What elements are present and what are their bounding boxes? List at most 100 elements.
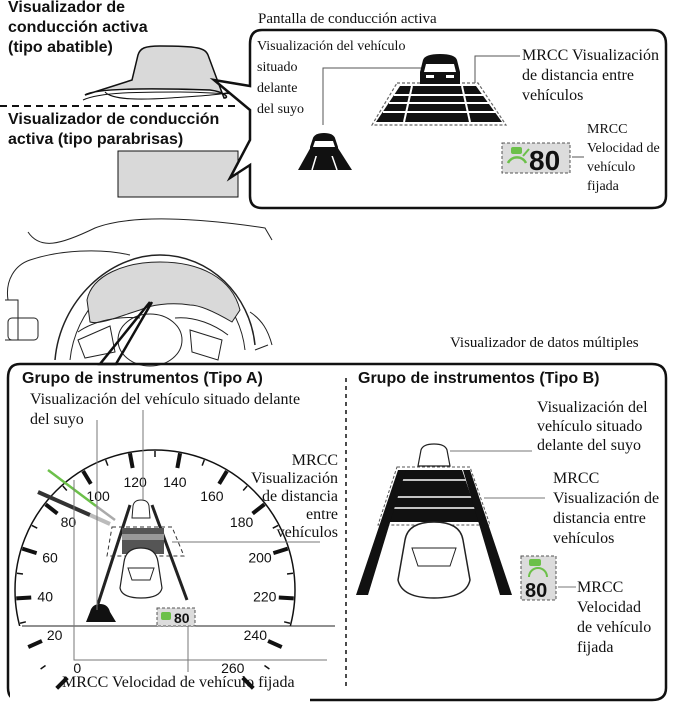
hud-set-speed-value: 80 (529, 145, 560, 176)
label-line: Visualización del vehículo situado delan… (30, 391, 301, 408)
gauge-tick-label: 200 (248, 549, 272, 565)
label-line: conducción activa (8, 19, 148, 36)
hud-vehicle-ahead-label: Visualización del vehículo situado delan… (257, 36, 405, 120)
gauge-tick-label: 160 (200, 488, 224, 504)
gauge-tick-label: 80 (61, 514, 77, 530)
cluster-a-leaders (73, 410, 327, 672)
gauge-tick-label: 60 (42, 549, 58, 565)
gauge-minor-tick (105, 459, 109, 466)
hud-distance-label: MRCC Visualización de distancia entre ve… (522, 46, 659, 106)
gauge-major-tick (251, 502, 266, 516)
gauge-minor-tick (272, 524, 279, 529)
hud-vehicle-small-icon (298, 133, 352, 171)
cluster-a-vehicle-ahead-label: Visualización del vehículo situado delan… (30, 390, 300, 430)
cluster-a-set-speed-label: MRCC Velocidad de vehículo fijada (62, 674, 295, 691)
gauge-minor-tick (264, 664, 270, 670)
label-line: fijada (587, 179, 619, 194)
gauge-major-tick (267, 639, 283, 649)
gauge-major-tick (44, 502, 59, 516)
gauge-minor-tick (40, 664, 46, 670)
gauge-tick-label: 180 (230, 514, 254, 530)
mrcc-icon (506, 156, 528, 164)
label-line: Visualización del (537, 399, 648, 416)
hud-windshield-area (117, 150, 239, 198)
gauge-minor-tick (31, 524, 38, 529)
label-line: distancia entre (553, 510, 646, 527)
gauge-major-tick (127, 452, 135, 469)
label-line: MRCC (291, 452, 338, 469)
gauge-tick-label: 40 (37, 589, 53, 605)
gauge-tick-label: 240 (244, 627, 268, 643)
needle-tail (89, 513, 111, 526)
gauge-minor-tick (19, 621, 27, 624)
gauge-tick-label: 0 (73, 660, 81, 676)
gauge-ticks (16, 451, 294, 690)
dashboard-illustration (5, 218, 273, 367)
dashboard-line (104, 89, 239, 100)
label-line: Visualización del vehículo (257, 39, 406, 54)
multi-info-title: Visualizador de datos múltiples (450, 335, 639, 351)
gauge-major-tick (241, 676, 255, 690)
mrcc-icon (529, 559, 541, 566)
label-line: vehículo (587, 160, 636, 175)
multi-info-callout (6, 362, 668, 702)
hud-distance-grid (370, 82, 508, 126)
label-line: vehículos (553, 530, 615, 547)
label-line: Visualización (250, 470, 338, 487)
gauge-tick-label: 120 (123, 474, 147, 490)
gauge-major-tick (272, 546, 289, 556)
hud-windshield-label: Visualizador de conducción activa (tipo … (8, 110, 219, 150)
cluster-a-set-speed-value: 80 (174, 610, 190, 626)
hud-vehicle-ahead-icon (420, 54, 460, 84)
label-line: MRCC (577, 579, 624, 596)
gauge-major-tick (16, 595, 32, 601)
hud-set-speed-box: 80 (501, 142, 571, 176)
cluster-b-own-vehicle (397, 521, 471, 599)
label-line: MRCC (587, 122, 628, 137)
cluster-b-road (356, 443, 512, 599)
label-line: vehículos (522, 87, 584, 104)
speed-needle (37, 490, 91, 517)
needle-tail (95, 504, 116, 522)
gauge-major-tick (278, 595, 294, 601)
cluster-b-set-speed-value: 80 (525, 580, 547, 602)
cluster-a-road (86, 499, 189, 622)
label-line: delante (257, 81, 298, 96)
hud-set-speed-label: MRCC Velocidad de vehículo fijada (587, 120, 660, 196)
gauge-major-tick (27, 639, 43, 649)
label-line: Visualizador de (8, 0, 126, 16)
label-line: del suyo (30, 411, 84, 428)
label-line: Visualización de (553, 490, 660, 507)
cluster-b-set-speed-box: 80 (520, 555, 557, 602)
label-line: delante del suyo (537, 437, 641, 454)
cluster-b-vehicle-ahead-icon (417, 443, 451, 467)
gauge-major-tick (81, 470, 93, 485)
gauge-major-tick (21, 546, 38, 556)
label-line: Visualizador de conducción (8, 111, 220, 128)
leader-line (322, 67, 440, 125)
label-line: fijada (577, 639, 614, 656)
cluster-a-distance-label: MRCC Visualización de distancia entre ve… (248, 452, 338, 542)
label-line: (tipo abatible) (8, 39, 113, 56)
gauge-minor-tick (62, 485, 68, 491)
cluster-b-distance-label: MRCC Visualización de distancia entre ve… (553, 469, 659, 549)
label-line: vehículos (276, 524, 338, 541)
label-line: MRCC (553, 470, 600, 487)
active-display-title: Pantalla de conducción activa (258, 11, 437, 27)
gauge-minor-tick (286, 572, 294, 575)
cluster-b-set-speed-label: MRCC Velocidad de vehículo fijada (577, 578, 651, 658)
gauge-minor-tick (16, 572, 24, 575)
gauge-major-tick (175, 452, 183, 469)
label-line: activa (tipo parabrisas) (8, 131, 184, 148)
speed-needle-set (47, 469, 97, 507)
gauge-tick-label: 220 (253, 589, 277, 605)
gauge-mask (10, 626, 310, 702)
label-line: entre (306, 506, 338, 523)
label-line: del suyo (257, 102, 305, 117)
label-line: vehículo situado (537, 418, 643, 435)
label-line: MRCC Visualización (522, 47, 659, 64)
mrcc-icon (161, 612, 171, 620)
gauge-tick-label: 100 (86, 488, 110, 504)
cluster-a-set-speed-box: 80 (156, 607, 196, 627)
